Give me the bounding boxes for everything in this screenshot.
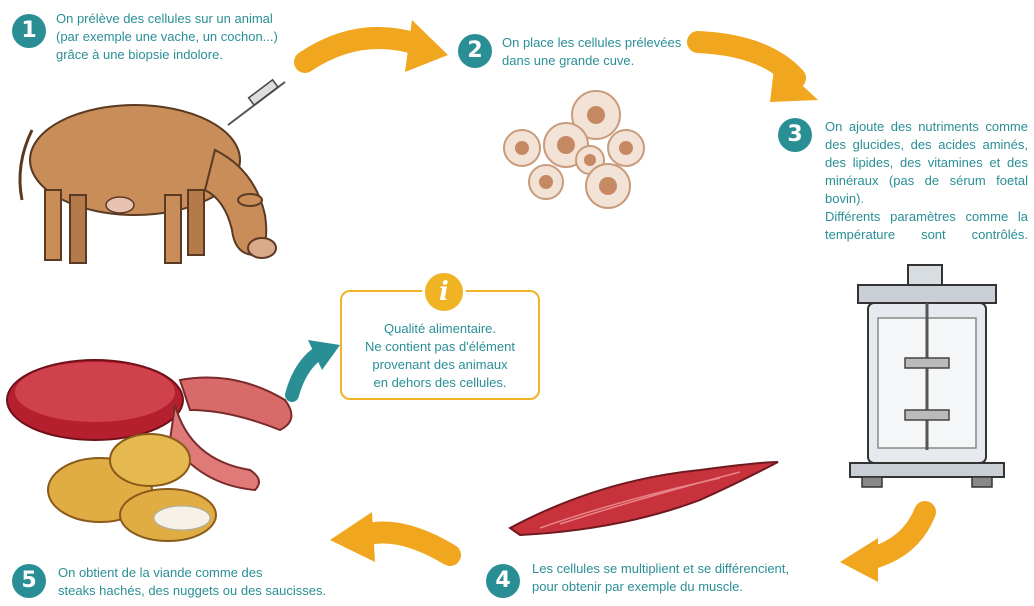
- info-line: Ne contient pas d'élément: [365, 339, 515, 354]
- step-3-line: des glucides, des acides aminés,: [825, 137, 1028, 152]
- arrow-icon: [840, 501, 936, 582]
- step-4-text: Les cellules se multiplient et se différ…: [532, 560, 822, 596]
- info-text: Qualité alimentaire. Ne contient pas d'é…: [342, 320, 538, 392]
- step-5-line: On obtient de la viande comme des: [58, 565, 263, 580]
- cells-illustration: [503, 90, 645, 209]
- arrow-icon: [294, 20, 448, 73]
- arrow-icon: [687, 31, 818, 102]
- info-line: provenant des animaux: [372, 357, 508, 372]
- step-2-line: On place les cellules prélevées: [502, 35, 682, 50]
- step-5-line: steaks hachés, des nuggets ou des saucis…: [58, 583, 327, 598]
- step-5-number: 5: [12, 564, 46, 598]
- step-1-line: grâce à une biopsie indolore.: [56, 47, 223, 62]
- muscle-illustration: [508, 461, 779, 537]
- cow-illustration: [18, 104, 277, 264]
- step-2-number: 2: [458, 34, 492, 68]
- info-line: Qualité alimentaire.: [384, 321, 496, 336]
- arrow-icon: [285, 340, 340, 402]
- step-3-line: minéraux (pas de sérum foetal bovin).: [825, 173, 1028, 206]
- meat-products-illustration: [6, 359, 293, 542]
- step-1-text: On prélève des cellules sur un animal (p…: [56, 10, 296, 64]
- step-4-line: pour obtenir par exemple du muscle.: [532, 579, 744, 594]
- step-1-number: 1: [12, 14, 46, 48]
- step-5-text: On obtient de la viande comme des steaks…: [58, 564, 348, 600]
- step-2-line: dans une grande cuve.: [502, 53, 635, 68]
- step-1-line: On prélève des cellules sur un animal: [56, 11, 273, 26]
- step-3-number: 3: [778, 118, 812, 152]
- info-icon: i: [422, 270, 466, 314]
- arrow-icon: [330, 512, 461, 566]
- step-3-line: température sont contrôlés.: [825, 227, 1028, 242]
- info-line: en dehors des cellules.: [373, 375, 507, 390]
- step-4-number: 4: [486, 564, 520, 598]
- bioreactor-illustration: [849, 264, 1005, 488]
- step-2-text: On place les cellules prélevées dans une…: [502, 34, 702, 70]
- step-3-line: Différents paramètres comme la: [825, 209, 1028, 224]
- step-4-line: Les cellules se multiplient et se différ…: [532, 561, 790, 576]
- step-3-line: des lipides, des vitamines et des: [825, 155, 1028, 170]
- syringe-icon: [227, 78, 286, 126]
- step-3-text: On ajoute des nutriments comme des gluci…: [825, 118, 1028, 244]
- step-3-line: On ajoute des nutriments comme: [825, 119, 1028, 134]
- step-1-line: (par exemple une vache, un cochon...): [56, 29, 278, 44]
